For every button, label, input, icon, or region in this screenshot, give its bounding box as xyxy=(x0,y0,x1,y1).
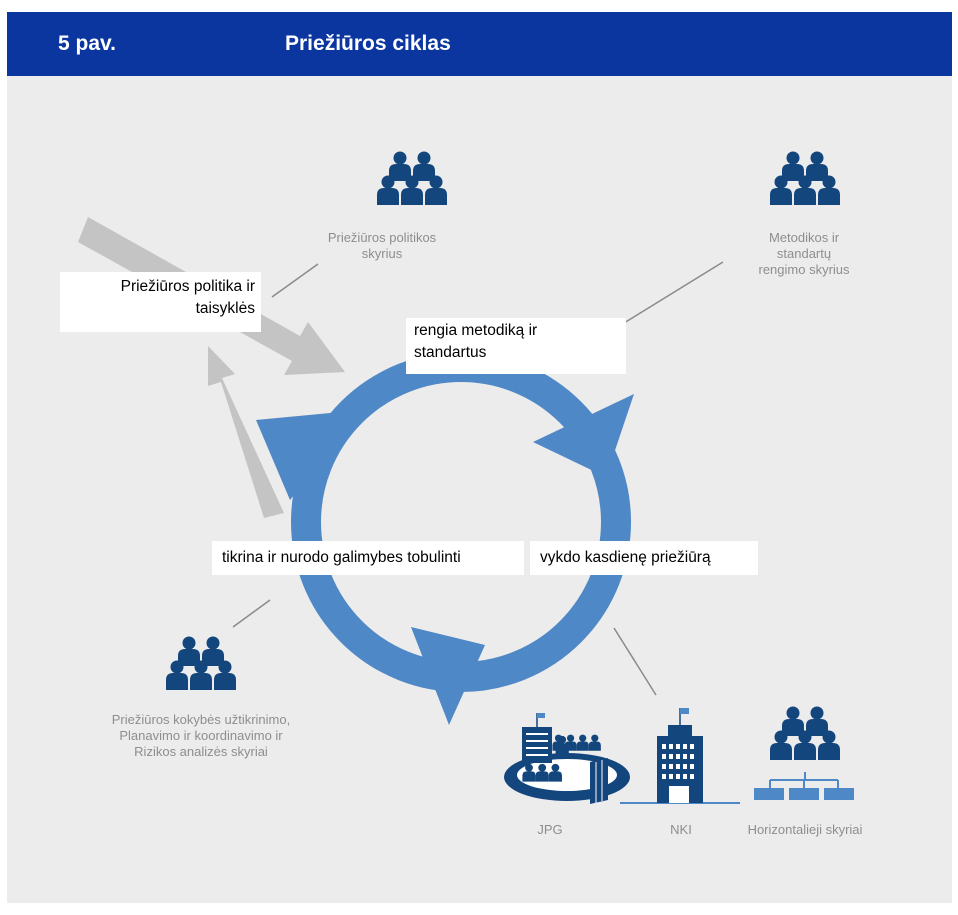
people-group-icon xyxy=(770,152,840,206)
cycle-step-prepare: rengia metodiką ir standartus xyxy=(406,318,626,374)
cycle-arrowhead-right xyxy=(533,394,634,477)
policy-feedback-arrow xyxy=(208,346,284,518)
cycle-step-supervise: vykdo kasdienę priežiūrą xyxy=(530,541,758,575)
policy-unit-label: Priežiūros politikos skyrius xyxy=(327,230,437,261)
nki-label: NKI xyxy=(670,822,692,837)
cycle-step-review: tikrina ir nurodo galimybes tobulinti xyxy=(212,541,524,575)
people-group-icon xyxy=(166,637,236,691)
cycle-arrowhead-bottom xyxy=(411,627,485,725)
methodology-unit-label: Metodikos ir standartų rengimo skyrius xyxy=(758,230,850,277)
policy-box: Priežiūros politika ir taisyklės xyxy=(60,272,261,332)
figure-number: 5 pav. xyxy=(58,32,116,55)
cycle-arrowhead-left xyxy=(256,410,362,500)
figure-title: Priežiūros ciklas xyxy=(285,32,451,55)
nki-building-icon xyxy=(620,708,740,804)
jpg-label: JPG xyxy=(537,822,563,837)
figure-header: 5 pav. Priežiūros ciklas xyxy=(7,12,952,76)
people-group-icon xyxy=(377,152,447,206)
quality-units-label: Priežiūros kokybės užtikrinimo, Planavim… xyxy=(111,712,291,759)
horizontal-units-icon xyxy=(754,707,854,800)
horizontal-units-label: Horizontalieji skyriai xyxy=(747,822,863,837)
jpg-assembly-icon xyxy=(504,713,630,804)
